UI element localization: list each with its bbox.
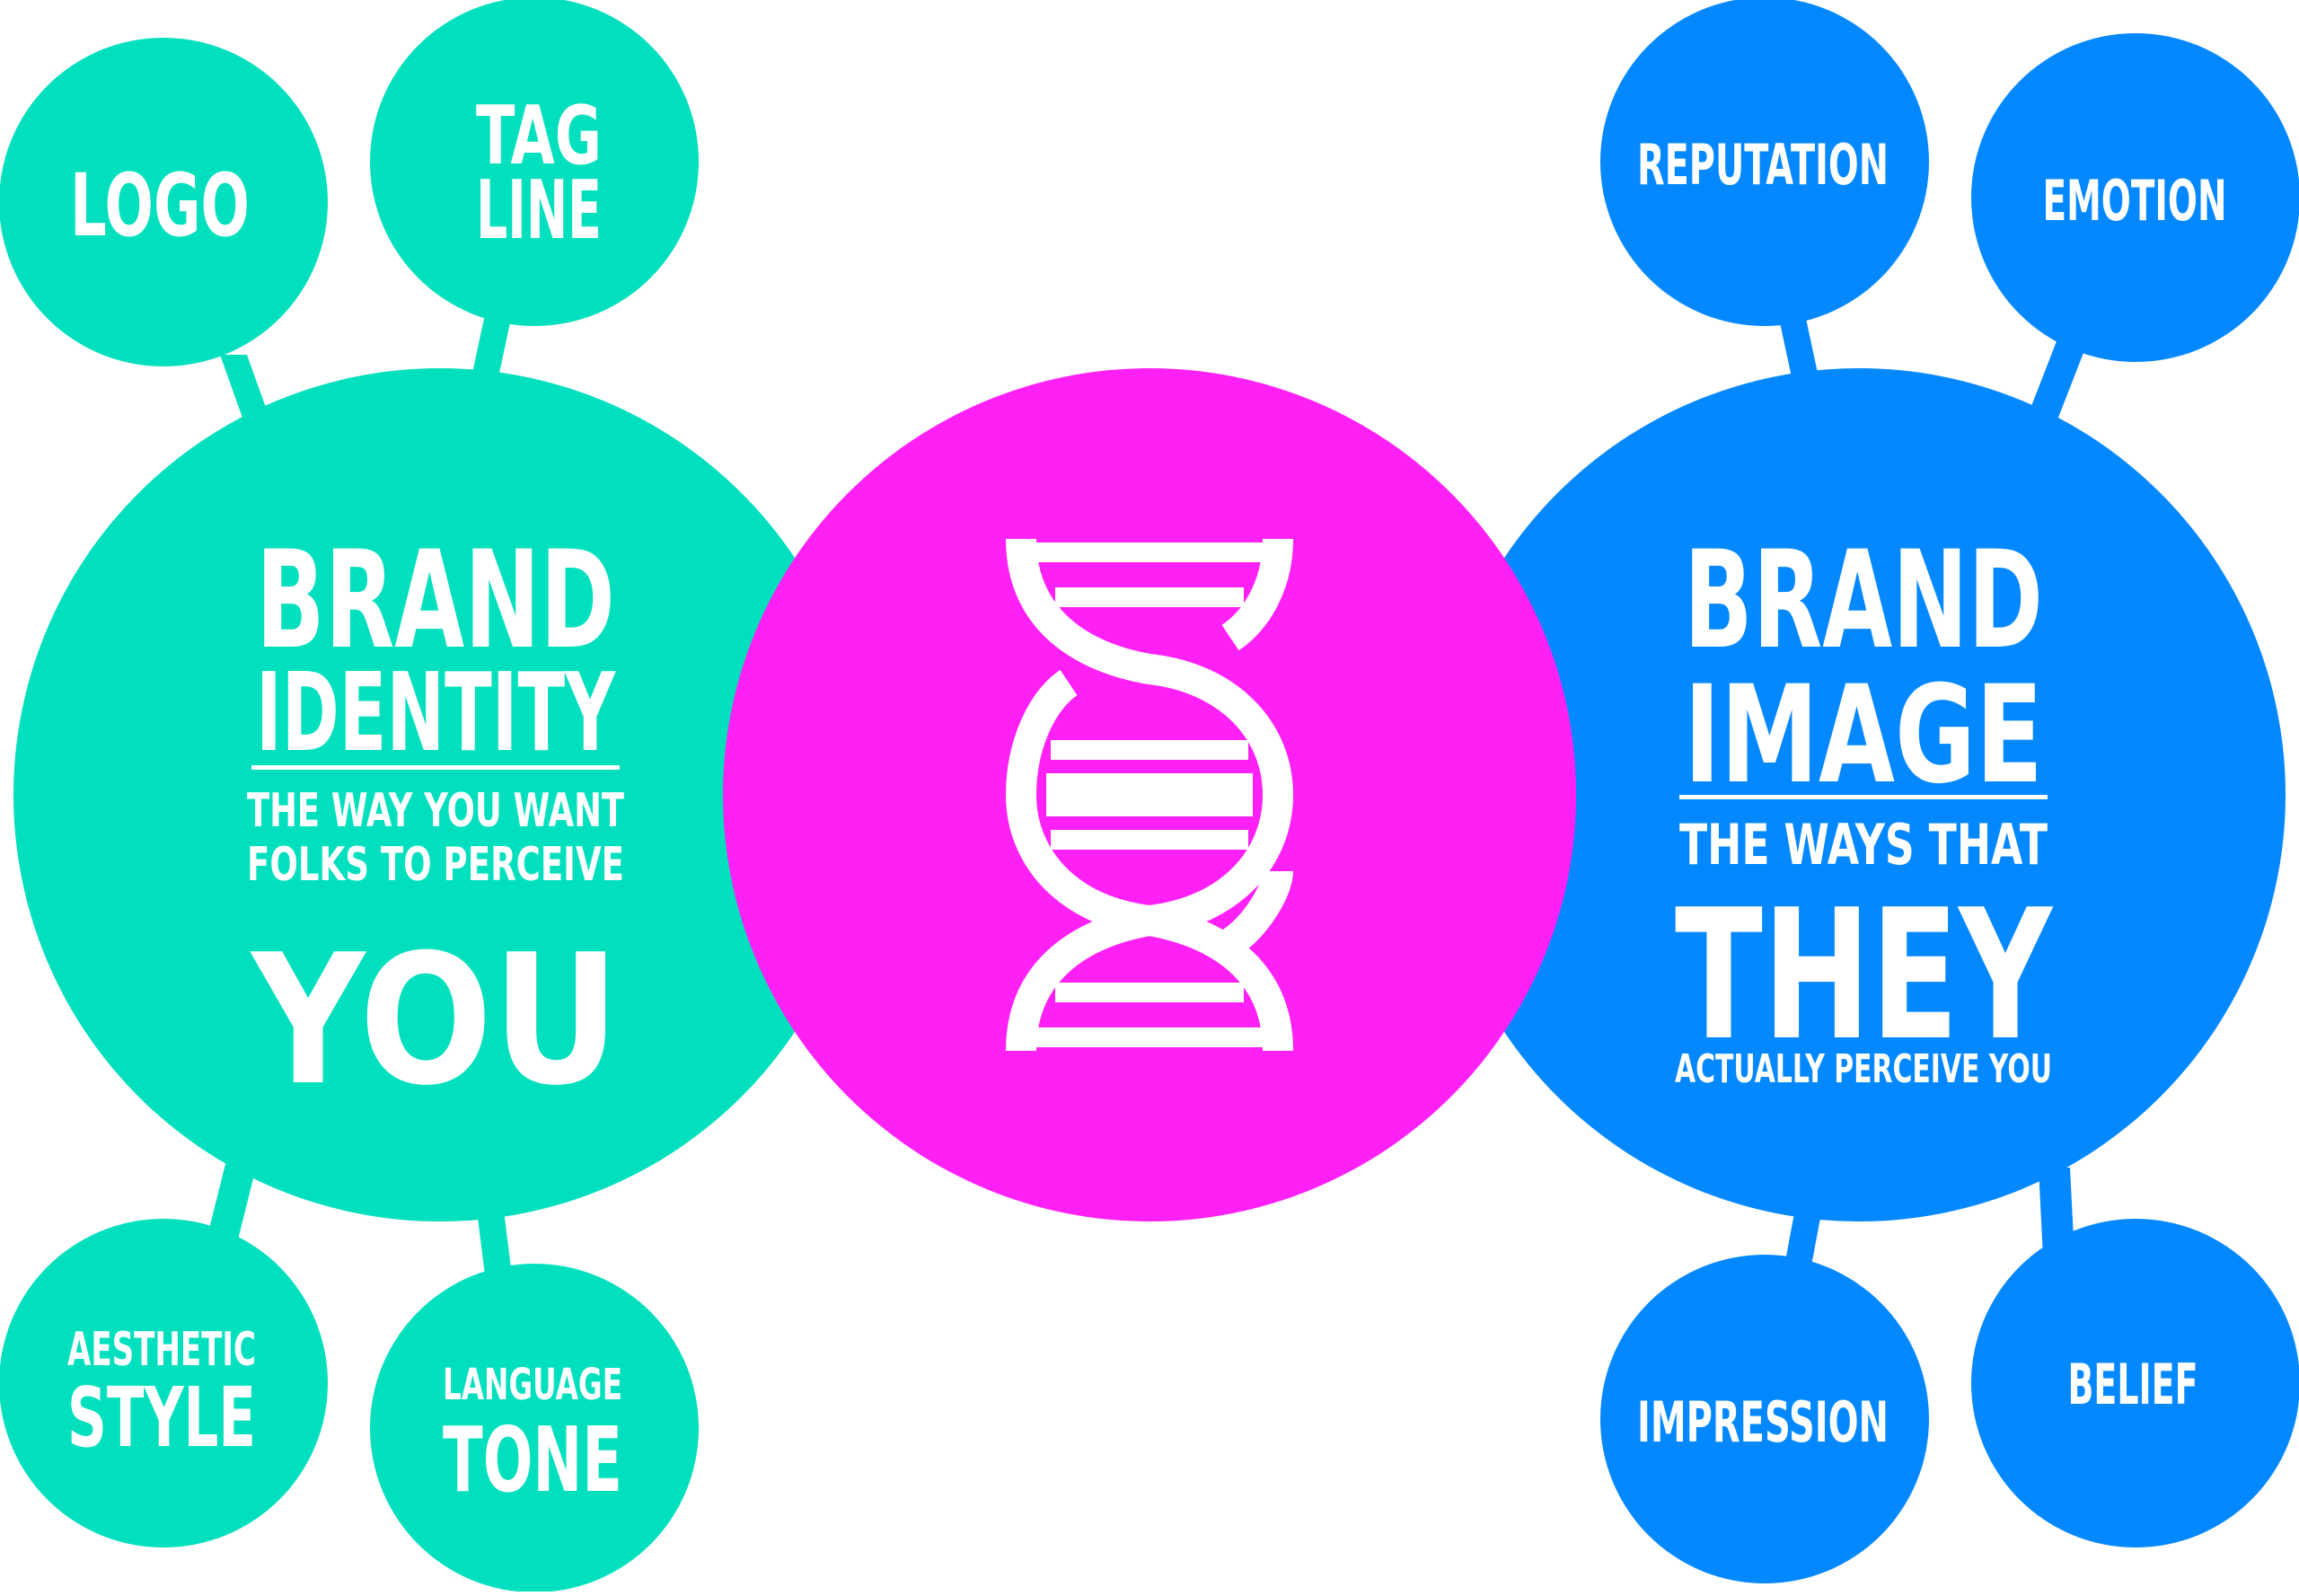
- reputation-bubble: [1600, 0, 1929, 326]
- impression-label: IMPRESSION: [1637, 1389, 1889, 1455]
- emotion-bubble: [1971, 33, 2299, 362]
- language-tone-bubble: [370, 1264, 699, 1592]
- connector-tagline: [471, 314, 512, 377]
- dna-helix-icon: [1005, 538, 1294, 1052]
- logo-label: LOGO: [70, 155, 250, 256]
- connector-language: [476, 1204, 512, 1275]
- image-divider: [1679, 795, 2048, 799]
- impression-bubble: [1600, 1255, 1929, 1583]
- image-title-line2: IMAGE: [1684, 657, 2043, 814]
- identity-subtitle-line1: THE WAY YOU WANT: [247, 784, 624, 838]
- aesthetic-style-bubble: [0, 1219, 328, 1548]
- connector-logo: [220, 355, 269, 418]
- tagline-bubble: [370, 0, 699, 326]
- tagline-label-line1: TAG: [476, 89, 602, 183]
- language-label-line1: LANGUAGE: [443, 1360, 622, 1410]
- belief-bubble: [1971, 1219, 2299, 1548]
- identity-big-word: YOU: [250, 916, 620, 1125]
- image-title-line1: BRAND: [1684, 523, 2043, 679]
- aesthetic-label-line1: AESTHETIC: [67, 1323, 256, 1377]
- image-big-word: THEY: [1675, 871, 2054, 1080]
- emotion-label: EMOTION: [2043, 168, 2227, 234]
- reputation-label: REPUTATION: [1637, 132, 1889, 198]
- connector-emotion: [2025, 341, 2088, 422]
- identity-title-line1: BRAND: [256, 523, 615, 679]
- language-label-line2: TONE: [443, 1407, 622, 1512]
- belief-label: BELIEF: [2068, 1352, 2198, 1417]
- aesthetic-label-line2: STYLE: [67, 1370, 256, 1466]
- tagline-label-line2: LINE: [476, 163, 602, 258]
- identity-subtitle-line2: FOLKS TO PERCEIVE: [247, 838, 624, 892]
- connector-reputation: [1778, 314, 1819, 377]
- image-subtitle-line1: THE WAYS THAT: [1679, 812, 2048, 877]
- image-subtitle-line2: ACTUALLY PERCEIVE YOU: [1675, 1046, 2052, 1092]
- brand-identity-circle: [13, 368, 867, 1221]
- identity-title-line2: IDENTITY: [256, 651, 616, 776]
- logo-bubble: [0, 38, 328, 366]
- identity-divider: [251, 765, 620, 770]
